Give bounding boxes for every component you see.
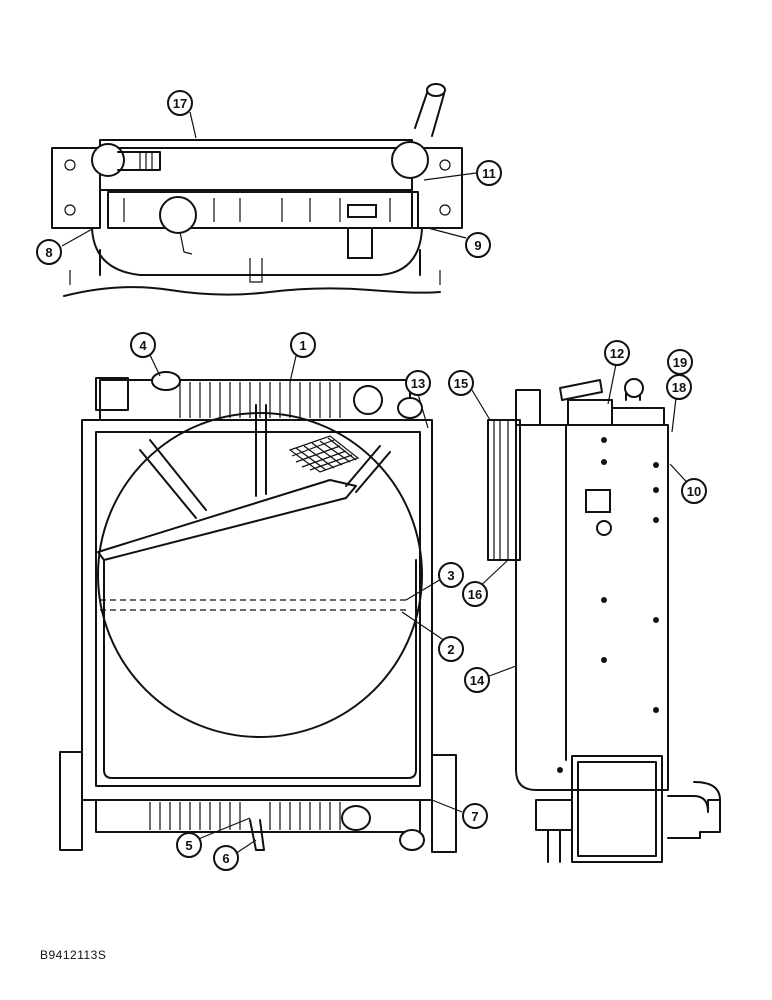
callout-3: 3 xyxy=(438,562,464,588)
svg-text:17: 17 xyxy=(173,96,187,111)
svg-text:18: 18 xyxy=(672,380,686,395)
svg-text:1: 1 xyxy=(299,338,306,353)
callout-14: 14 xyxy=(464,667,490,693)
callout-1: 1 xyxy=(290,332,316,358)
svg-text:5: 5 xyxy=(185,838,192,853)
callout-18: 18 xyxy=(666,374,692,400)
callout-17: 17 xyxy=(167,90,193,116)
svg-text:15: 15 xyxy=(454,376,468,391)
callout-8: 8 xyxy=(36,239,62,265)
svg-text:11: 11 xyxy=(482,166,496,181)
svg-text:2: 2 xyxy=(447,642,454,657)
callout-19: 19 xyxy=(667,349,693,375)
mesh-guard xyxy=(288,435,360,473)
callout-9: 9 xyxy=(465,232,491,258)
svg-text:14: 14 xyxy=(470,673,485,688)
top-view-radiator xyxy=(51,83,463,297)
leader-lines xyxy=(61,111,695,857)
callout-4: 4 xyxy=(130,332,156,358)
svg-text:7: 7 xyxy=(471,809,478,824)
svg-text:9: 9 xyxy=(474,238,481,253)
callout-10: 10 xyxy=(681,478,707,504)
svg-text:10: 10 xyxy=(687,484,701,499)
callout-7: 7 xyxy=(462,803,488,829)
callout-16: 16 xyxy=(462,581,488,607)
side-view-radiator xyxy=(487,378,721,863)
svg-text:6: 6 xyxy=(222,851,229,866)
callout-11: 11 xyxy=(476,160,502,186)
svg-text:13: 13 xyxy=(411,376,425,391)
callout-2: 2 xyxy=(438,636,464,662)
svg-text:8: 8 xyxy=(45,245,52,260)
callout-15: 15 xyxy=(448,370,474,396)
callout-5: 5 xyxy=(176,832,202,858)
callout-13: 13 xyxy=(405,370,431,396)
figure-code: B9412113S xyxy=(40,948,107,962)
callout-6: 6 xyxy=(213,845,239,871)
svg-text:4: 4 xyxy=(139,338,147,353)
svg-text:12: 12 xyxy=(610,346,624,361)
front-view-radiator xyxy=(59,371,457,853)
svg-text:19: 19 xyxy=(673,355,687,370)
svg-text:3: 3 xyxy=(447,568,454,583)
svg-text:16: 16 xyxy=(468,587,482,602)
callout-12: 12 xyxy=(604,340,630,366)
